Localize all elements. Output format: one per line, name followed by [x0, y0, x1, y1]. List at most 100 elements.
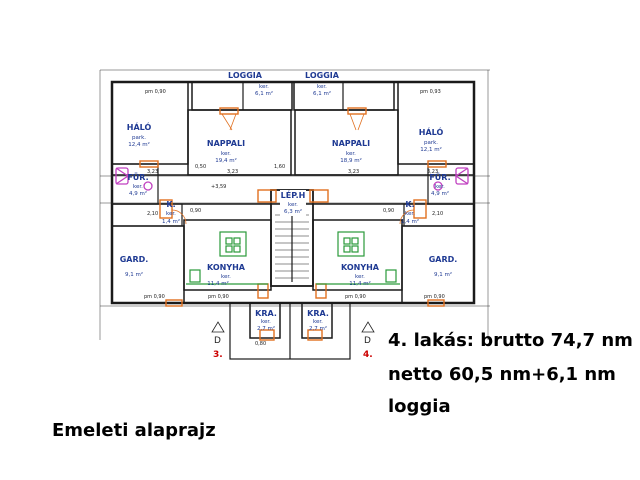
- room-konyha-left: KONYHA ker. 11,4 m²: [207, 263, 246, 287]
- room-gard-left: GARD. 9,1 m²: [120, 255, 149, 278]
- dim-label: pm 0,90: [144, 294, 165, 300]
- section-mark-right: D: [364, 336, 371, 346]
- dim-label: pm 0,93: [420, 89, 441, 95]
- dim-label: 1,60: [274, 164, 285, 170]
- elevation-label: +3,59: [211, 184, 226, 190]
- dim-label: 0,90: [383, 208, 394, 214]
- room-sub: ker.: [166, 211, 176, 217]
- room-gard-right: GARD. 9,1 m²: [429, 255, 458, 278]
- section-markers: D 3. D 4.: [211, 321, 375, 360]
- room-title: NAPPALI: [207, 139, 245, 148]
- dimension-lines: [99, 69, 490, 340]
- dim-label: 3,23: [147, 169, 158, 175]
- room-nappali-left: NAPPALI ker. 19,4 m²: [207, 139, 245, 164]
- room-title: KONYHA: [341, 263, 380, 272]
- room-title: KRA.: [255, 309, 277, 318]
- room-sub: ker.: [221, 151, 231, 157]
- room-area: 9,1 m²: [434, 271, 452, 278]
- room-sub: ker.: [259, 84, 269, 90]
- room-kra-left: KRA. ker. 2,7 m²: [255, 309, 277, 332]
- room-area: 4,9 m²: [431, 190, 449, 197]
- apartment-info-line1: 4. lakás: brutto 74,7 nm: [388, 330, 633, 351]
- room-fur-right: FÜR. ker. 4,9 m²: [429, 172, 450, 197]
- room-title: K.: [405, 200, 414, 209]
- room-title: HÁLÓ: [419, 126, 444, 137]
- room-area: 4,9 m²: [129, 190, 147, 197]
- section-mark-left: D: [214, 336, 221, 346]
- room-title: K.: [166, 200, 175, 209]
- room-area: 2,7 m²: [309, 325, 327, 332]
- room-title: FÜR.: [127, 172, 148, 182]
- room-title: LOGGIA: [228, 71, 263, 80]
- room-halo-right: HÁLÓ park. 12,1 m²: [419, 126, 444, 153]
- room-title: GARD.: [429, 255, 458, 264]
- room-sub: ker.: [435, 184, 445, 190]
- room-loggia-left: LOGGIA ker. 6,1 m²: [228, 71, 273, 97]
- dim-label: 2,10: [432, 211, 443, 217]
- room-title: NAPPALI: [332, 139, 370, 148]
- room-lep: LÉP.H ker. 6,3 m²: [280, 189, 306, 216]
- room-sub: ker.: [317, 84, 327, 90]
- room-k-left: K. ker. 1,4 m²: [162, 200, 180, 225]
- dim-label: pm 0,90: [208, 294, 229, 300]
- room-sub: park.: [132, 135, 146, 141]
- room-sub: ker.: [221, 274, 231, 280]
- plan-caption: Emeleti alaprajz: [52, 420, 216, 441]
- room-area: 6,1 m²: [255, 90, 273, 97]
- room-k-right: K. ker. 1,4 m²: [401, 200, 419, 225]
- stair-treads: [275, 212, 309, 282]
- room-sub: ker.: [313, 319, 323, 325]
- unit-number-left: 3.: [213, 350, 223, 360]
- room-title: KRA.: [307, 309, 329, 318]
- room-area: 11,4 m²: [207, 280, 229, 287]
- room-title: FÜR.: [429, 172, 450, 182]
- room-sub: ker.: [261, 319, 271, 325]
- room-konyha-right: KONYHA ker. 11,4 m²: [341, 263, 380, 287]
- dim-label: 0,90: [190, 208, 201, 214]
- apartment-info-line3: loggia: [388, 396, 451, 417]
- dim-label: 0,50: [195, 164, 206, 170]
- bath-fixtures: [115, 167, 469, 191]
- room-area: 1,4 m²: [162, 218, 180, 225]
- room-sub: ker.: [288, 202, 298, 208]
- room-sub: park.: [424, 140, 438, 146]
- room-area: 9,1 m²: [125, 271, 143, 278]
- room-title: LÉP.H: [281, 189, 306, 200]
- room-fur-left: FÜR. ker. 4,9 m²: [127, 172, 148, 197]
- dimension-labels: pm 0,90 pm 0,93 3,23 3,23 3,23 3,23 0,50…: [144, 89, 445, 347]
- room-nappali-right: NAPPALI ker. 18,9 m²: [332, 139, 370, 164]
- room-area: 1,4 m²: [401, 218, 419, 225]
- room-halo-left: HÁLÓ park. 12,4 m²: [127, 121, 152, 148]
- room-title: HÁLÓ: [127, 121, 152, 132]
- dim-label: 3,23: [348, 169, 359, 175]
- unit-number-right: 4.: [363, 350, 373, 360]
- room-area: 2,7 m²: [257, 325, 275, 332]
- room-sub: ker.: [355, 274, 365, 280]
- room-area: 18,9 m²: [340, 157, 362, 164]
- room-title: KONYHA: [207, 263, 246, 272]
- room-area: 6,3 m²: [284, 208, 302, 215]
- dim-label: 3,23: [427, 169, 438, 175]
- room-area: 11,4 m²: [349, 280, 371, 287]
- room-loggia-right: LOGGIA ker. 6,1 m²: [305, 71, 340, 97]
- room-sub: ker.: [346, 151, 356, 157]
- apartment-info-line2: netto 60,5 nm+6,1 nm: [388, 364, 616, 385]
- room-sub: ker.: [133, 184, 143, 190]
- room-area: 6,1 m²: [313, 90, 331, 97]
- dim-label: pm 0,90: [145, 89, 166, 95]
- room-area: 19,4 m²: [215, 157, 237, 164]
- dim-label: 0,80: [255, 341, 266, 347]
- door-swings: [171, 113, 415, 225]
- dim-label: pm 0,90: [345, 294, 366, 300]
- room-sub: ker.: [405, 211, 415, 217]
- dim-label: 3,23: [227, 169, 238, 175]
- room-area: 12,1 m²: [420, 146, 442, 153]
- room-title: LOGGIA: [305, 71, 340, 80]
- kitchen-fixtures: [186, 231, 400, 285]
- room-kra-right: KRA. ker. 2,7 m²: [307, 309, 329, 332]
- dim-label: pm 0,90: [424, 294, 445, 300]
- dim-label: 2,10: [147, 211, 158, 217]
- room-title: GARD.: [120, 255, 149, 264]
- room-area: 12,4 m²: [128, 141, 150, 148]
